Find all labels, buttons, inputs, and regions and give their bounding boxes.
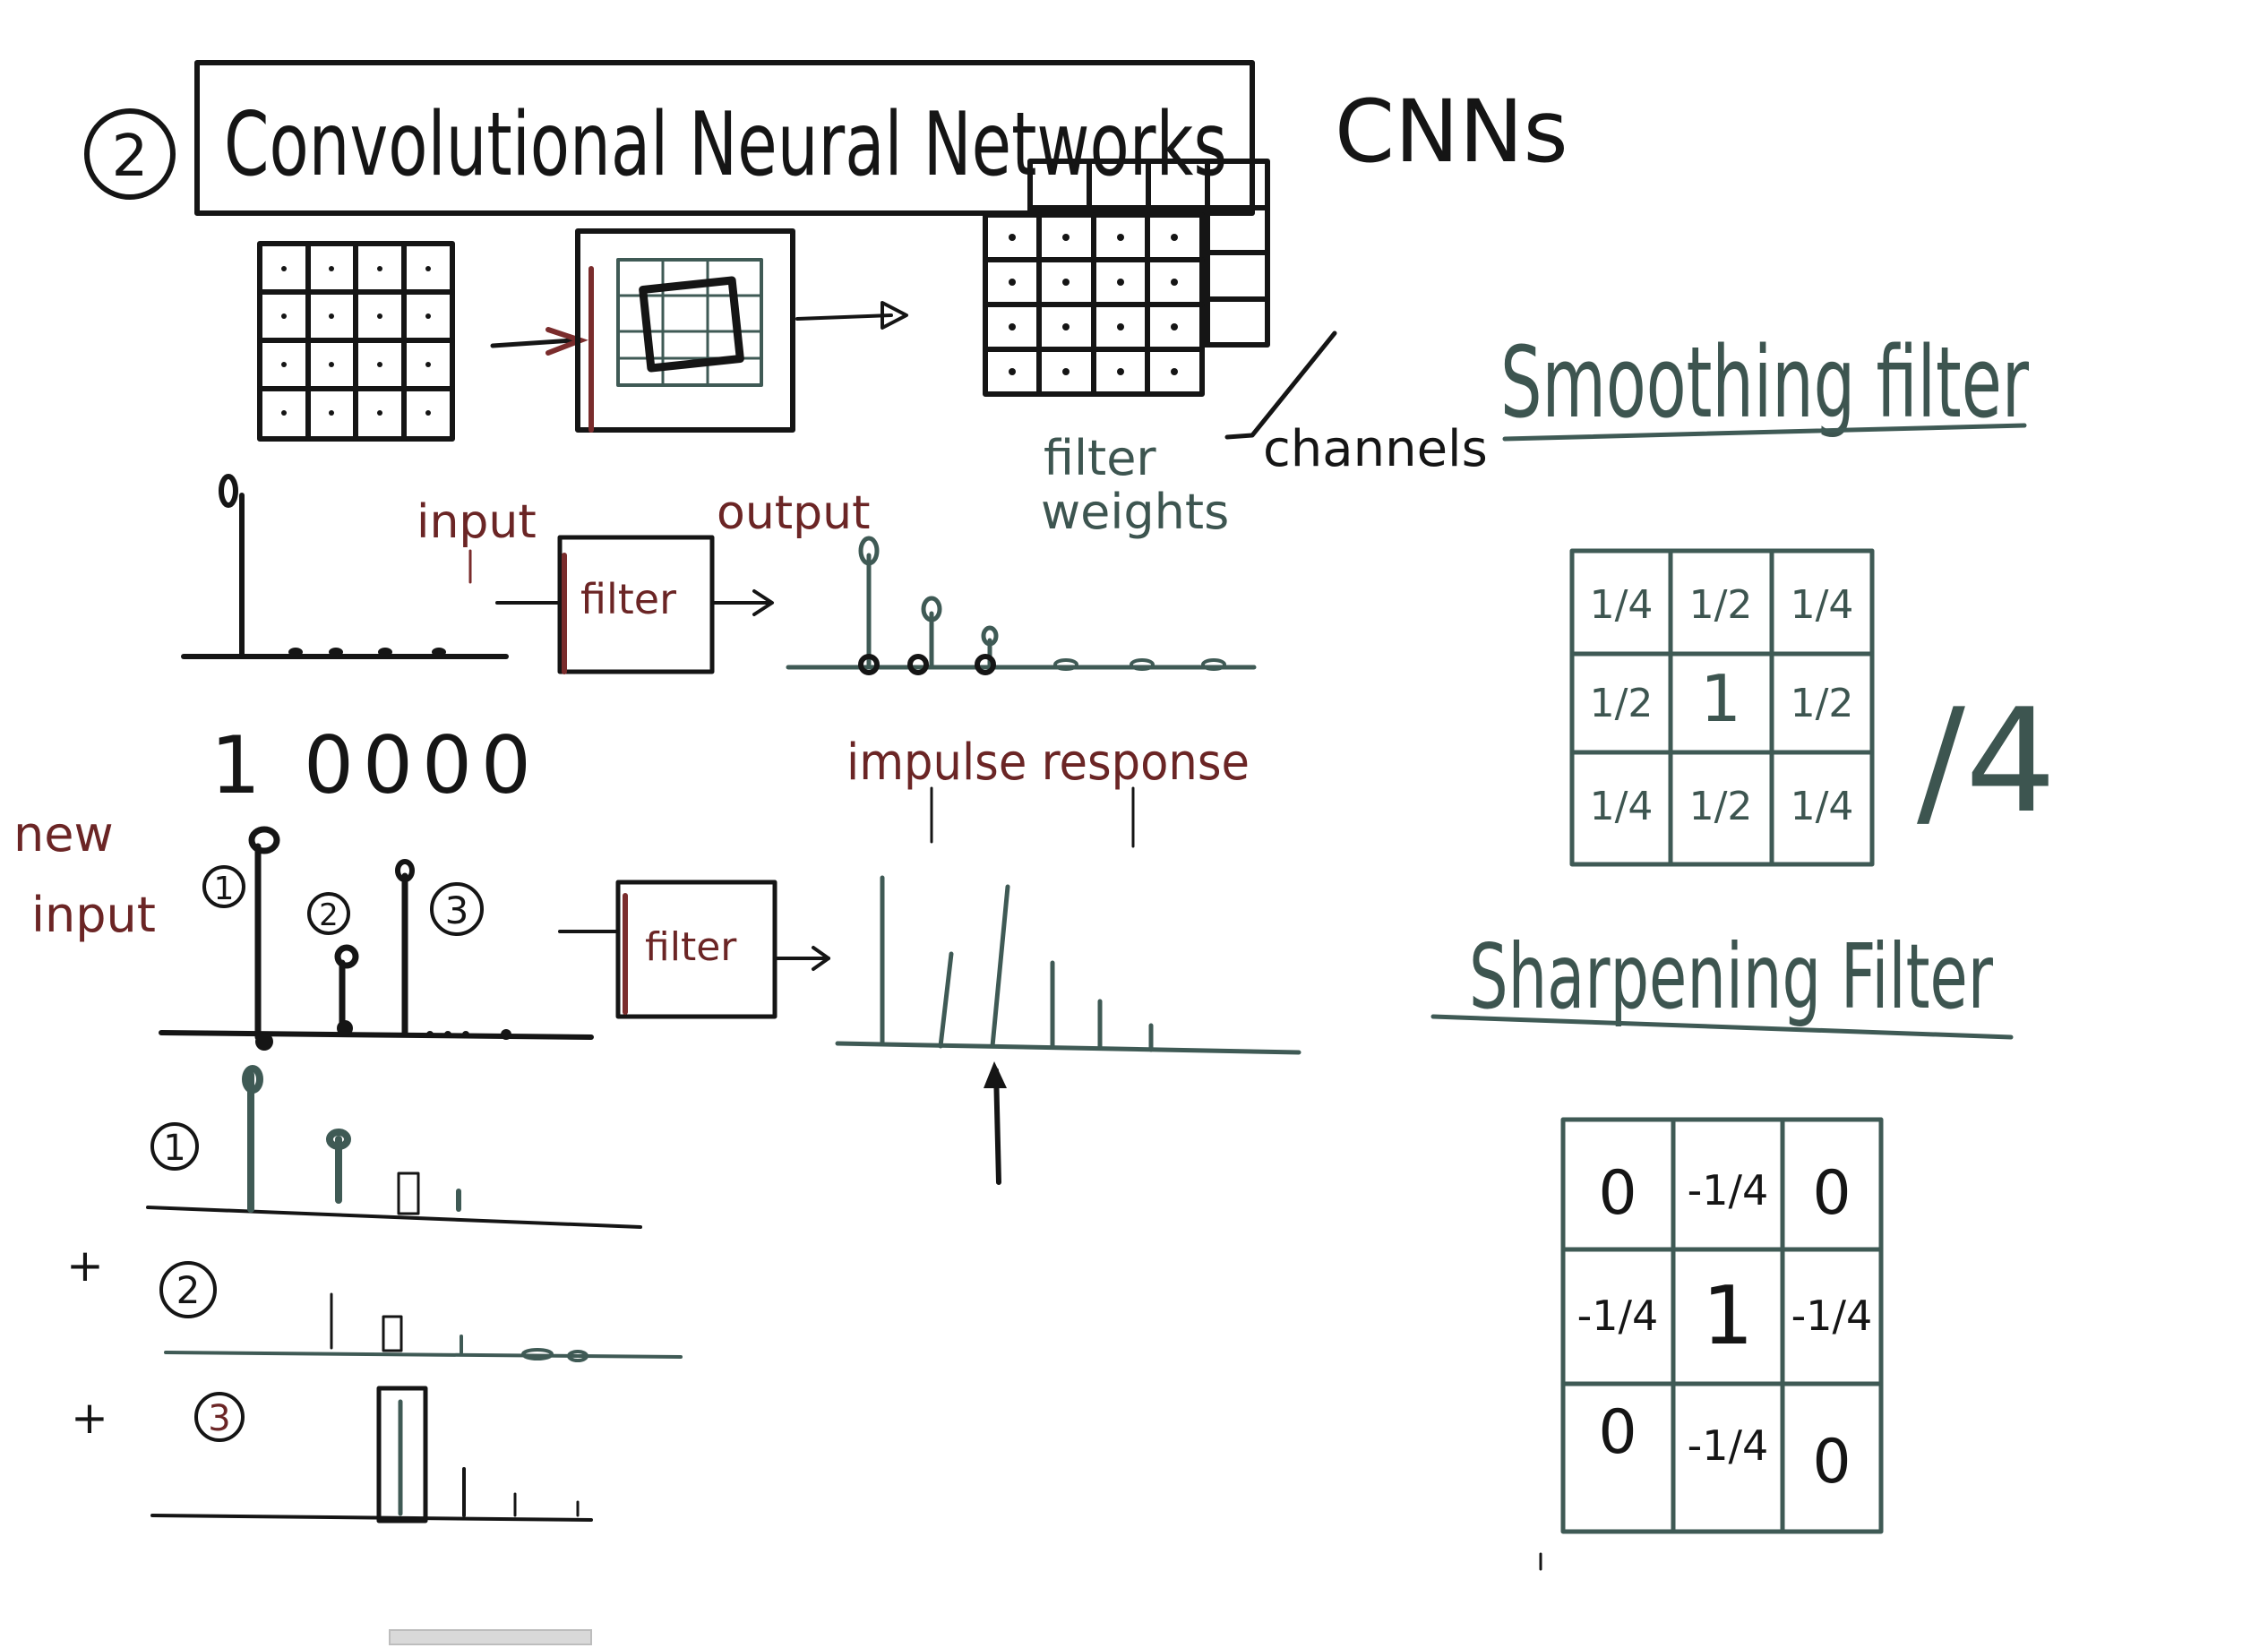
impulse-row: input output filter 1 0000 impulse respo… — [181, 474, 1257, 848]
filter-box-2-label: filter — [645, 924, 737, 970]
smoothing-cell-0-0: 1/4 — [1590, 582, 1654, 628]
smoothing-cell-1-1: 1 — [1700, 661, 1741, 736]
input-grid-dots — [281, 266, 431, 416]
output-channel-front — [983, 212, 1205, 397]
decomp-operator-1: + — [66, 1240, 104, 1292]
output-grid-dots — [1009, 234, 1178, 375]
smoothing-cell-0-2: 1/4 — [1791, 582, 1854, 628]
impulse-sequence: 1 0000 — [210, 719, 540, 811]
cnn-diagram: filter weights channels — [257, 159, 1488, 540]
smoothing-filter: Smoothing filter 1/4 1/2 1/4 1/2 1 1/2 1… — [1500, 325, 2057, 867]
arrow-conv-to-output — [795, 301, 908, 330]
sharpening-cell-0-1: -1/4 — [1688, 1166, 1769, 1215]
kernel-window — [639, 276, 744, 373]
smoothing-title: Smoothing filter — [1500, 325, 2030, 440]
smoothing-grid — [1569, 548, 1875, 867]
input-grid — [257, 241, 455, 442]
sharpening-cell-0-2: 0 — [1812, 1158, 1851, 1229]
sharpening-values: 0 -1/4 0 -1/4 1 -1/4 0 -1/4 0 — [1577, 1158, 1873, 1498]
sharpening-cell-1-0: -1/4 — [1577, 1292, 1659, 1340]
channels-tick — [1224, 330, 1337, 440]
input-label: input — [417, 495, 537, 549]
annotation-weights: weights — [1041, 484, 1229, 540]
decomp-highlight-box — [376, 1386, 428, 1524]
decomp-marker-3: 3 — [208, 1398, 230, 1439]
filter-box-1 — [557, 535, 715, 674]
sharpening-title: Sharpening Filter — [1469, 924, 1994, 1029]
smoothing-underline — [1502, 423, 2027, 442]
sharpening-cell-2-0: 0 — [1598, 1397, 1637, 1468]
sharpening-filter: Sharpening Filter 0 -1/4 0 -1/4 1 -1/4 0… — [1430, 924, 2014, 1534]
page-title: Convolutional Neural Networks — [224, 94, 1227, 196]
impulse-response-label: impulse response — [846, 734, 1250, 792]
title-box — [194, 60, 1255, 216]
new-input-baseline — [159, 1030, 594, 1040]
sharpening-underline — [1430, 1014, 2014, 1040]
arrow-input-to-conv — [490, 327, 588, 356]
annotation-channels: channels — [1263, 420, 1488, 478]
response-samples — [858, 654, 996, 675]
filter-box-1-label: filter — [580, 575, 676, 623]
pointer-arrow-head — [984, 1061, 1007, 1088]
decomp-marker-1: 1 — [163, 1128, 185, 1169]
decomp-marker-2: 2 — [176, 1268, 201, 1312]
pointer-arrow-stem — [993, 1068, 1001, 1185]
board-ledge — [389, 1629, 592, 1645]
annotation-filter: filter — [1044, 430, 1156, 486]
new-input-marker-1: 1 — [214, 871, 235, 907]
smoothing-cell-2-1: 1/2 — [1689, 784, 1753, 829]
sharpening-cell-2-2: 0 — [1812, 1427, 1851, 1498]
section-number: 2 — [112, 124, 149, 190]
smoothing-cell-2-0: 1/4 — [1590, 784, 1654, 829]
smoothing-cell-1-2: 1/2 — [1791, 681, 1854, 726]
smoothing-cell-1-0: 1/2 — [1590, 681, 1654, 726]
decomp-operator-2: + — [71, 1392, 108, 1444]
conv-box — [575, 228, 795, 433]
new-input-label-line2: input — [31, 887, 156, 943]
header: 2 Convolutional Neural Networks CNNs — [84, 60, 1568, 216]
sharpening-cell-1-1: 1 — [1702, 1269, 1753, 1363]
filter-box-2 — [615, 880, 777, 1019]
sharpening-cell-2-1: -1/4 — [1688, 1421, 1769, 1470]
smoothing-values: 1/4 1/2 1/4 1/2 1 1/2 1/4 1/2 1/4 — [1590, 582, 1854, 829]
input-impulse-head — [219, 474, 238, 508]
new-output-baseline — [835, 1041, 1302, 1055]
new-input-row: new input 1 2 3 filter — [13, 806, 1302, 1185]
output-label: output — [717, 486, 871, 540]
smoothing-cell-2-2: 1/4 — [1791, 784, 1854, 829]
input-zero-samples — [288, 648, 446, 657]
new-input-marker-3: 3 — [445, 888, 469, 932]
new-input-marker-2: 2 — [319, 897, 339, 933]
smoothing-divisor: /4 — [1917, 677, 2057, 845]
new-input-label-line1: new — [13, 806, 114, 863]
section-number-circle — [84, 108, 176, 200]
acronym: CNNs — [1335, 82, 1568, 182]
sharpening-grid — [1560, 1117, 1884, 1534]
sharpening-cell-0-0: 0 — [1598, 1158, 1637, 1229]
sharpening-cell-1-2: -1/4 — [1791, 1292, 1873, 1340]
decomposition: 1 + 2 + 3 — [66, 1065, 683, 1524]
smoothing-cell-0-1: 1/2 — [1689, 582, 1753, 628]
